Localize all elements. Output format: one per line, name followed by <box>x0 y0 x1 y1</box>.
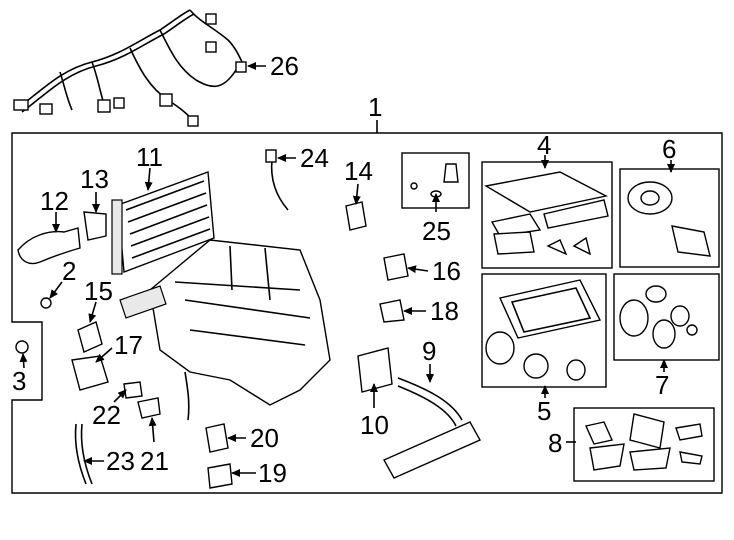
callout-24: 24 <box>300 143 329 173</box>
sensor-22 <box>123 381 143 399</box>
callout-13: 13 <box>80 164 109 194</box>
callout-14: 14 <box>344 156 373 186</box>
callout-2: 2 <box>62 256 76 286</box>
callout-7: 7 <box>655 370 669 400</box>
heater-core <box>383 377 481 479</box>
callout-10: 10 <box>360 410 389 440</box>
actuator-16 <box>383 253 409 281</box>
callout-11: 11 <box>136 142 163 172</box>
clip-13 <box>83 211 107 241</box>
o-ring-set-7 <box>619 285 698 349</box>
actuator-19 <box>207 463 233 489</box>
callout-1: 1 <box>368 92 382 122</box>
actuator-14 <box>345 201 367 231</box>
evaporator-core <box>111 171 215 275</box>
hvac-housing <box>119 239 331 421</box>
callout-5: 5 <box>537 396 551 426</box>
link-set-8 <box>585 413 703 471</box>
callout-16: 16 <box>432 256 461 286</box>
hose-23 <box>74 423 87 485</box>
callout-25: 25 <box>422 216 451 246</box>
actuator-20 <box>205 423 229 453</box>
screw-2 <box>40 297 52 309</box>
callout-17: 17 <box>114 330 143 360</box>
leader-lines <box>19 62 675 477</box>
callout-23: 23 <box>106 446 135 476</box>
duct-12 <box>17 227 81 265</box>
box-8 <box>573 407 715 482</box>
plug-3 <box>15 340 29 354</box>
bracket-10 <box>357 347 393 393</box>
seal-set-6 <box>627 181 711 257</box>
sensor-24 <box>270 159 289 211</box>
callout-26: 26 <box>270 51 299 81</box>
callout-8: 8 <box>548 428 562 458</box>
actuator-17 <box>71 355 109 391</box>
callout-6: 6 <box>662 134 676 164</box>
callout-3: 3 <box>12 366 26 396</box>
callout-12: 12 <box>40 186 69 216</box>
fastener-25 <box>443 163 459 183</box>
callout-18: 18 <box>430 296 459 326</box>
callout-19: 19 <box>258 458 287 488</box>
seal-set-5 <box>485 279 602 381</box>
assembly-outline <box>11 132 723 494</box>
actuator-15 <box>77 321 103 353</box>
seal-set-4 <box>484 171 609 256</box>
callout-21: 21 <box>140 446 169 476</box>
callout-4: 4 <box>537 130 551 160</box>
callout-9: 9 <box>422 336 436 366</box>
wiring-harness <box>13 9 247 127</box>
callout-22: 22 <box>92 400 121 430</box>
callout-labels: 1 2 3 4 5 6 7 8 9 10 11 12 13 14 15 16 1… <box>12 51 676 488</box>
sensor-21 <box>137 397 161 419</box>
callout-20: 20 <box>250 423 279 453</box>
callout-15: 15 <box>84 276 113 306</box>
actuator-18 <box>379 299 405 323</box>
